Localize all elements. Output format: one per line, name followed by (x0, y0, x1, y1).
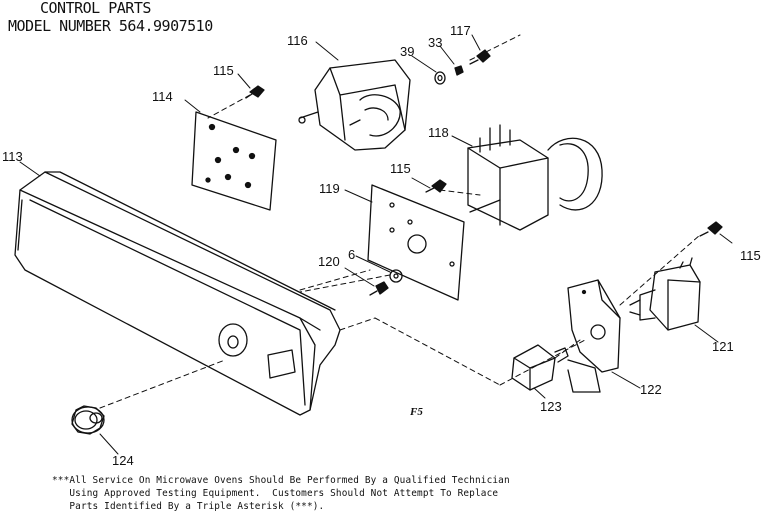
callout-114: 114 (152, 89, 173, 104)
part-122-switch-bracket (567, 279, 621, 393)
callout-118: 118 (428, 125, 449, 140)
diagram-title: CONTROL PARTS (40, 0, 151, 17)
footnote-line-1: ***All Service On Microwave Ovens Should… (52, 475, 510, 486)
part-114-mounting-plate (191, 111, 277, 211)
callout-119: 119 (319, 181, 340, 196)
part-115-screw-b (425, 179, 447, 193)
callout-121: 121 (712, 339, 734, 354)
part-118-switch-assembly (467, 124, 603, 231)
callout-39: 39 (400, 44, 414, 59)
callout-33: 33 (428, 35, 442, 50)
figure-label: F5 (409, 406, 423, 418)
part-120-screw (369, 281, 389, 296)
callout-120: 120 (318, 254, 340, 269)
part-113-control-panel (14, 171, 341, 416)
part-117-screw (469, 49, 491, 65)
callout-115-middle: 115 (390, 161, 411, 176)
footnote-line-2: Using Approved Testing Equipment. Custom… (52, 488, 499, 499)
model-number: MODEL NUMBER 564.9907510 (8, 17, 213, 35)
callout-6: 6 (348, 247, 355, 262)
callout-leaders (19, 34, 733, 455)
part-115-screw-c (699, 221, 723, 237)
callout-123: 123 (540, 399, 562, 414)
callout-117: 117 (450, 23, 471, 38)
part-121-switch (629, 257, 701, 331)
part-123-knob (511, 344, 569, 391)
part-39-washer (434, 71, 446, 85)
callout-116: 116 (287, 33, 308, 48)
part-115-screw-a (245, 85, 265, 99)
callout-115-right: 115 (740, 248, 761, 263)
footnote-line-3: Parts Identified By a Triple Asterisk (*… (52, 501, 325, 512)
callout-113: 113 (2, 149, 23, 164)
callout-124: 124 (112, 453, 134, 468)
callout-122: 122 (640, 382, 662, 397)
part-119-bracket-plate (367, 184, 465, 301)
part-124-rotary-knob (71, 405, 105, 435)
part-33-nut (454, 65, 464, 76)
part-116-timer-motor (298, 59, 411, 151)
callout-115-upper: 115 (213, 63, 234, 78)
assembly-guide-lines (99, 34, 701, 409)
part-6-nut (389, 269, 403, 283)
service-warning-footnote: ***All Service On Microwave Ovens Should… (52, 474, 510, 513)
